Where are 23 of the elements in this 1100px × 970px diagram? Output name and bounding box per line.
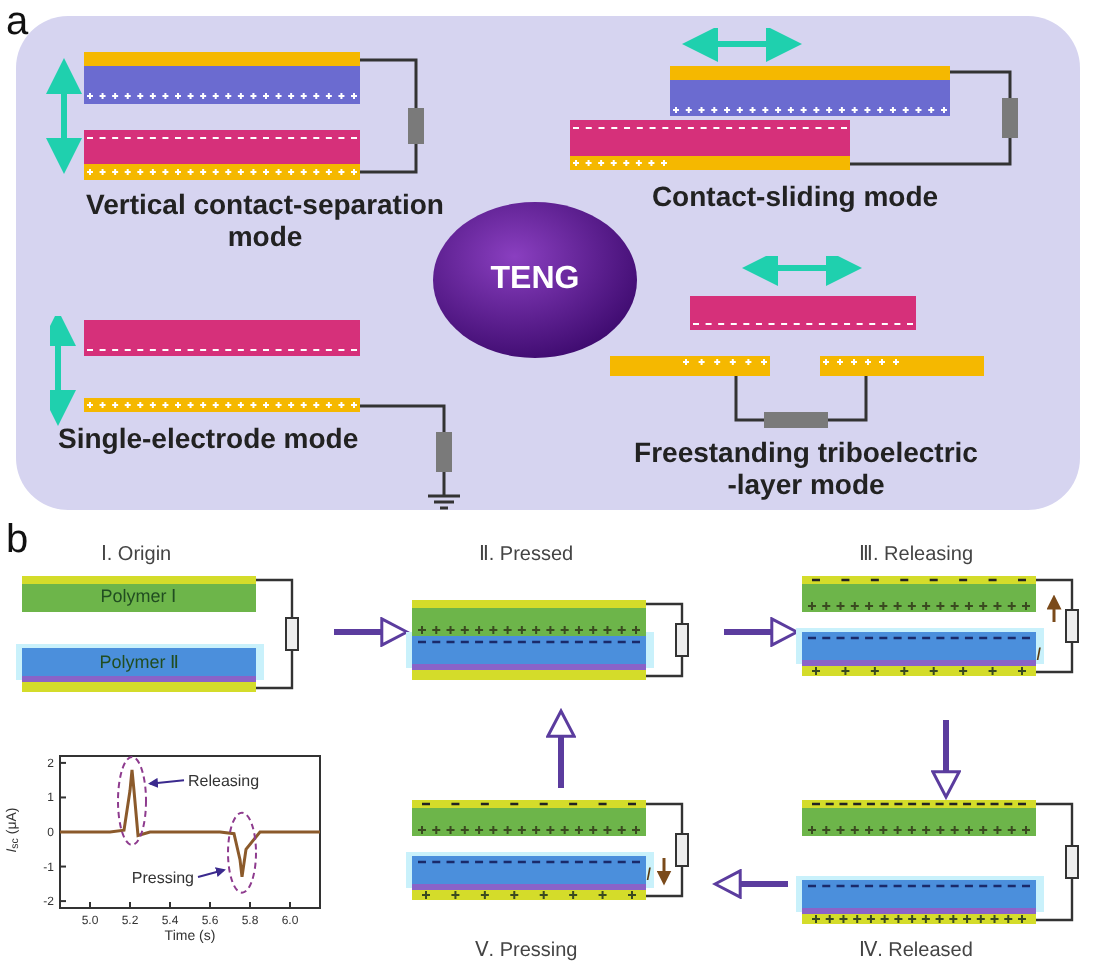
block-arrow bbox=[713, 869, 788, 899]
center-label: TENG bbox=[490, 260, 580, 300]
block-arrow bbox=[724, 617, 799, 647]
stage-title: Ⅰ. Origin bbox=[98, 542, 174, 570]
annotation-label: Pressing bbox=[131, 868, 194, 887]
block-arrow bbox=[546, 709, 576, 788]
mode-label: Vertical contact-separation mode bbox=[84, 188, 446, 252]
panel-letter: b bbox=[6, 516, 29, 566]
panel-letter: a bbox=[6, 0, 29, 48]
stage-title: Ⅳ. Released bbox=[857, 938, 975, 966]
block-arrow bbox=[334, 617, 409, 647]
polymer-label: Polymer Ⅱ bbox=[97, 650, 181, 676]
current-symbol: I bbox=[1036, 644, 1042, 664]
annotation-label: Releasing bbox=[188, 772, 260, 791]
mode-label: Single-electrode mode bbox=[58, 422, 361, 454]
stage-title: Ⅲ. Releasing bbox=[856, 542, 976, 570]
current-symbol: I bbox=[646, 864, 652, 884]
mode-label: Freestanding triboelectric -layer mode bbox=[632, 436, 980, 500]
mode-label: Contact-sliding mode bbox=[649, 180, 941, 212]
polymer-label: Polymer Ⅰ bbox=[98, 584, 180, 610]
block-arrow bbox=[931, 720, 961, 799]
stage-title: Ⅱ. Pressed bbox=[476, 542, 576, 570]
stage-title: Ⅴ. Pressing bbox=[472, 938, 580, 966]
